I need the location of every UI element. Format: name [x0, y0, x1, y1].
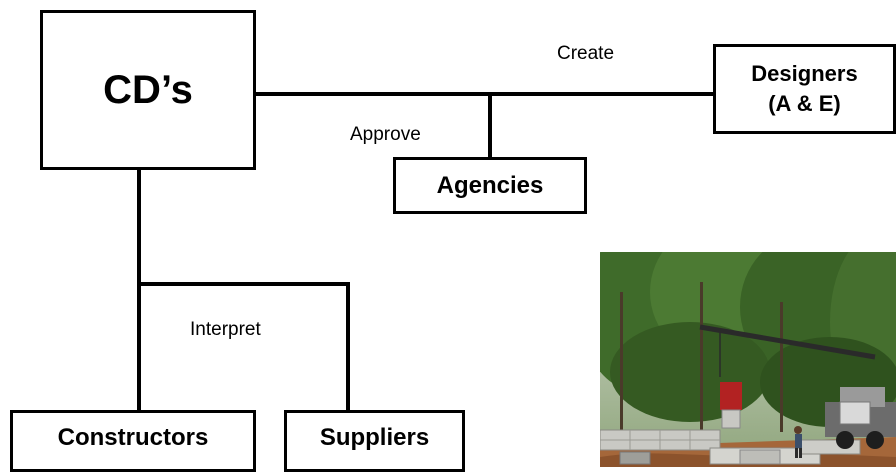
construction-site-photo — [600, 252, 896, 467]
constructors-node: Constructors — [10, 410, 256, 472]
interpret-edge-label: Interpret — [190, 319, 261, 340]
red-block-pallet — [720, 382, 742, 429]
constructors-label: Constructors — [57, 424, 209, 451]
agencies-label: Agencies — [436, 171, 544, 199]
cds-node: CD’s — [40, 10, 256, 170]
designers-node: Designers (A & E) — [713, 44, 896, 134]
agencies-node: Agencies — [393, 157, 587, 214]
designers-label: Designers (A & E) — [751, 61, 858, 116]
interpret-connector — [139, 282, 350, 412]
crane-truck — [699, 324, 896, 449]
create-edge-label: Create — [557, 43, 615, 64]
cds-label: CD’s — [103, 67, 193, 112]
suppliers-label: Suppliers — [319, 424, 430, 451]
approve-edge-label: Approve — [350, 124, 421, 145]
suppliers-node: Suppliers — [284, 410, 465, 472]
worker — [794, 426, 802, 458]
